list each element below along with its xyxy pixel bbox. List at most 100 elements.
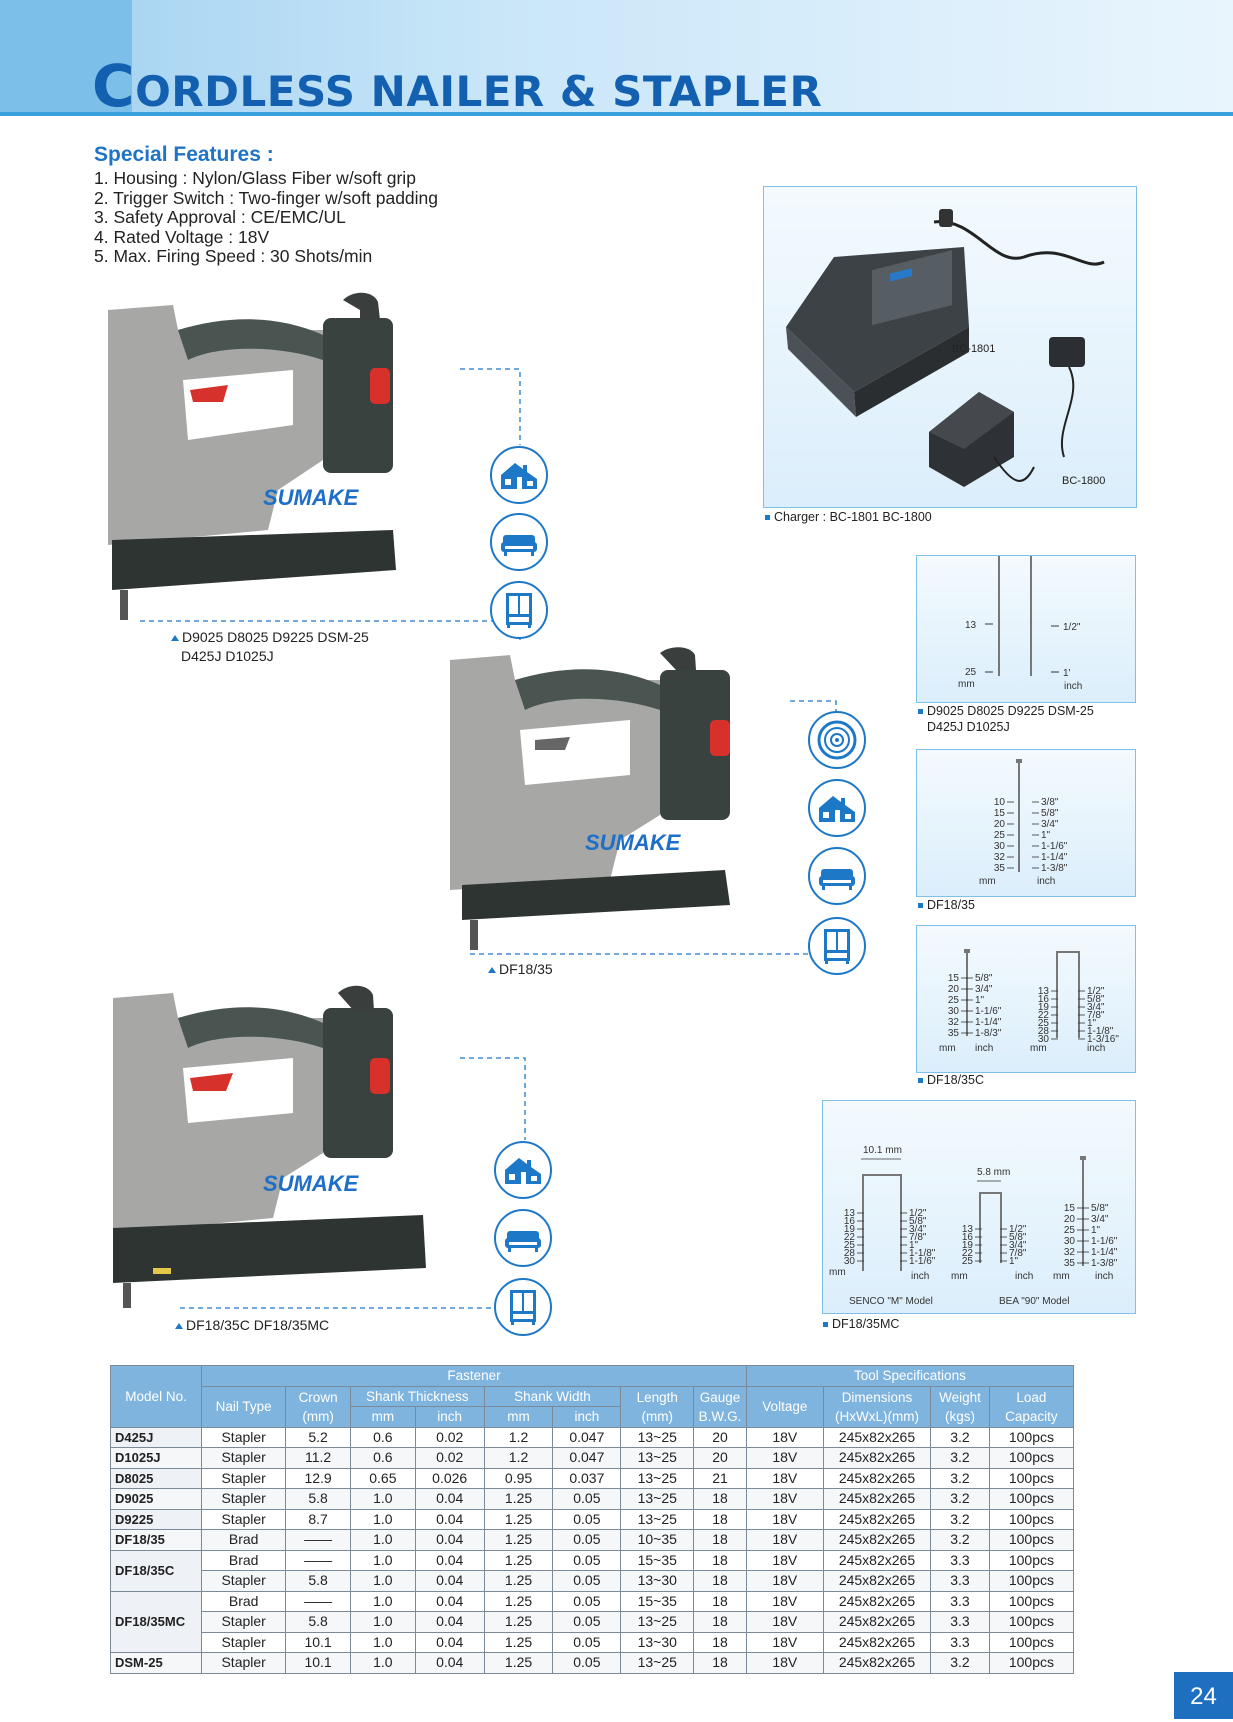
mm-value: 30 — [948, 1006, 960, 1017]
mm-value: 32 — [1064, 1247, 1076, 1258]
sofa-icon — [808, 847, 866, 905]
table-cell: Stapler — [201, 1611, 287, 1633]
feature-item: 5. Max. Firing Speed : 30 Shots/min — [94, 246, 373, 267]
table-cell: 1.0 — [349, 1508, 416, 1530]
mm-value: 35 — [1064, 1258, 1076, 1269]
table-cell: 18 — [693, 1488, 747, 1510]
fastener-box-staple-1: 13 1/2" 25 1' mm inch — [916, 551, 1136, 703]
cabinet-icon — [490, 581, 548, 639]
caption-text: DF18/35C — [927, 1073, 984, 1087]
table-cell: 18 — [693, 1590, 747, 1612]
mm-value: 25 — [965, 667, 977, 678]
fastener-box3-caption: DF18/35C — [918, 1072, 984, 1088]
table-cell: Stapler — [201, 1631, 287, 1653]
stapler-tool-illustration-1: SUMAKE — [108, 292, 396, 620]
charger-caption: Charger : BC-1801 BC-1800 — [765, 509, 932, 525]
table-cell: 18 — [693, 1652, 747, 1674]
mm-label: mm — [958, 679, 975, 690]
mm-label: mm — [1030, 1043, 1047, 1054]
table-cell: 1.25 — [483, 1570, 554, 1592]
table-cell: 18V — [745, 1652, 824, 1674]
inch-value: 1/2" — [909, 1208, 927, 1219]
inch-value: 5/8" — [1087, 994, 1105, 1005]
header-divider — [0, 112, 1233, 116]
mm-value: 25 — [994, 830, 1006, 841]
inch-value: 1" — [1091, 1225, 1101, 1236]
staple — [1056, 951, 1080, 1038]
inch-value: 1" — [1009, 1256, 1019, 1267]
table-cell: 1.0 — [349, 1590, 416, 1612]
table-cell: 1.25 — [483, 1631, 554, 1653]
table-cell: 245x82x265 — [822, 1508, 932, 1530]
cabinet-icon — [494, 1278, 552, 1336]
table-cell: 0.04 — [414, 1488, 485, 1510]
mm-value: 10 — [994, 797, 1006, 808]
table-cell: 5.8 — [285, 1488, 351, 1510]
mm-value: 35 — [994, 863, 1006, 874]
table-cell: 0.037 — [552, 1467, 622, 1489]
table-cell: 18 — [693, 1611, 747, 1633]
charger-illustration: BC-1801 BC-1800 — [786, 209, 1105, 487]
table-cell: 1.2 — [483, 1447, 554, 1469]
model-cell: D9025 — [109, 1488, 203, 1510]
model-cell: DSM-25 — [109, 1652, 203, 1674]
feature-item: 4. Rated Voltage : 18V — [94, 226, 270, 247]
table-cell: Brad — [201, 1549, 287, 1571]
table-cell: 100pcs — [988, 1631, 1075, 1653]
table-cell: 245x82x265 — [822, 1611, 932, 1633]
table-cell: 13~25 — [620, 1488, 695, 1510]
table-cell: 18V — [745, 1549, 824, 1571]
table-cell: 18 — [693, 1549, 747, 1571]
table-cell: 1.0 — [349, 1529, 416, 1551]
table-cell: 3.3 — [930, 1570, 990, 1592]
inch-value: 7/8" — [1009, 1248, 1027, 1259]
mm-value: 20 — [1064, 1214, 1076, 1225]
table-cell: 0.04 — [414, 1652, 485, 1674]
model-cell: D1025J — [109, 1447, 203, 1469]
table-cell: 21 — [693, 1467, 747, 1489]
table-cell: 20 — [693, 1426, 747, 1448]
table-cell: 0.04 — [414, 1570, 485, 1592]
model-cell: D9225 — [109, 1508, 203, 1530]
inch-value: 1-3/16" — [1087, 1034, 1119, 1045]
mm-value: 15 — [948, 973, 960, 984]
caption-line1: D9025 D8025 D9225 DSM-25 — [927, 704, 1094, 718]
mm-value: 30 — [994, 841, 1006, 852]
inch-value: 1" — [909, 1240, 919, 1251]
features-heading: Special Features : — [94, 143, 274, 166]
inch-value: 1-1/6" — [1091, 1236, 1118, 1247]
caption-text: DF18/35 — [927, 898, 975, 912]
inch-value: 1" — [1041, 830, 1051, 841]
inch-value: 1/2" — [1063, 622, 1081, 633]
header-model: Model No. — [109, 1365, 203, 1428]
table-cell: 100pcs — [988, 1652, 1075, 1674]
spec-table: Model No. Fastener Tool Specifications N… — [109, 1365, 1075, 1674]
inch-value: 3/4" — [1087, 1002, 1105, 1013]
mm-value: 13 — [965, 620, 977, 631]
model-cell: D425J — [109, 1426, 203, 1448]
feature-item: 3. Safety Approval : CE/EMC/UL — [94, 207, 346, 228]
table-cell: 18V — [745, 1467, 824, 1489]
inch-label: inch — [1037, 876, 1055, 887]
table-cell: 245x82x265 — [822, 1426, 932, 1448]
tool-2-caption-line1: DF18/35 — [499, 961, 553, 977]
inch-value: 1-3/8" — [1041, 863, 1068, 874]
brand-logo: SUMAKE — [263, 1171, 360, 1196]
table-cell: Stapler — [201, 1652, 287, 1674]
table-cell: 245x82x265 — [822, 1488, 932, 1510]
table-cell: Stapler — [201, 1508, 287, 1530]
mm-value: 32 — [948, 1017, 960, 1028]
header-crown: Crown (mm) — [285, 1385, 351, 1428]
header-dimensions: Dimensions (HxWxL)(mm) — [822, 1385, 932, 1428]
inch-value: 1' — [1063, 668, 1071, 679]
mm-value: 15 — [994, 808, 1006, 819]
mm-value: 35 — [948, 1028, 960, 1039]
inch-value: 1-1/8" — [909, 1248, 936, 1259]
header-width-mm: mm — [483, 1406, 554, 1428]
sofa-icon — [494, 1209, 552, 1267]
